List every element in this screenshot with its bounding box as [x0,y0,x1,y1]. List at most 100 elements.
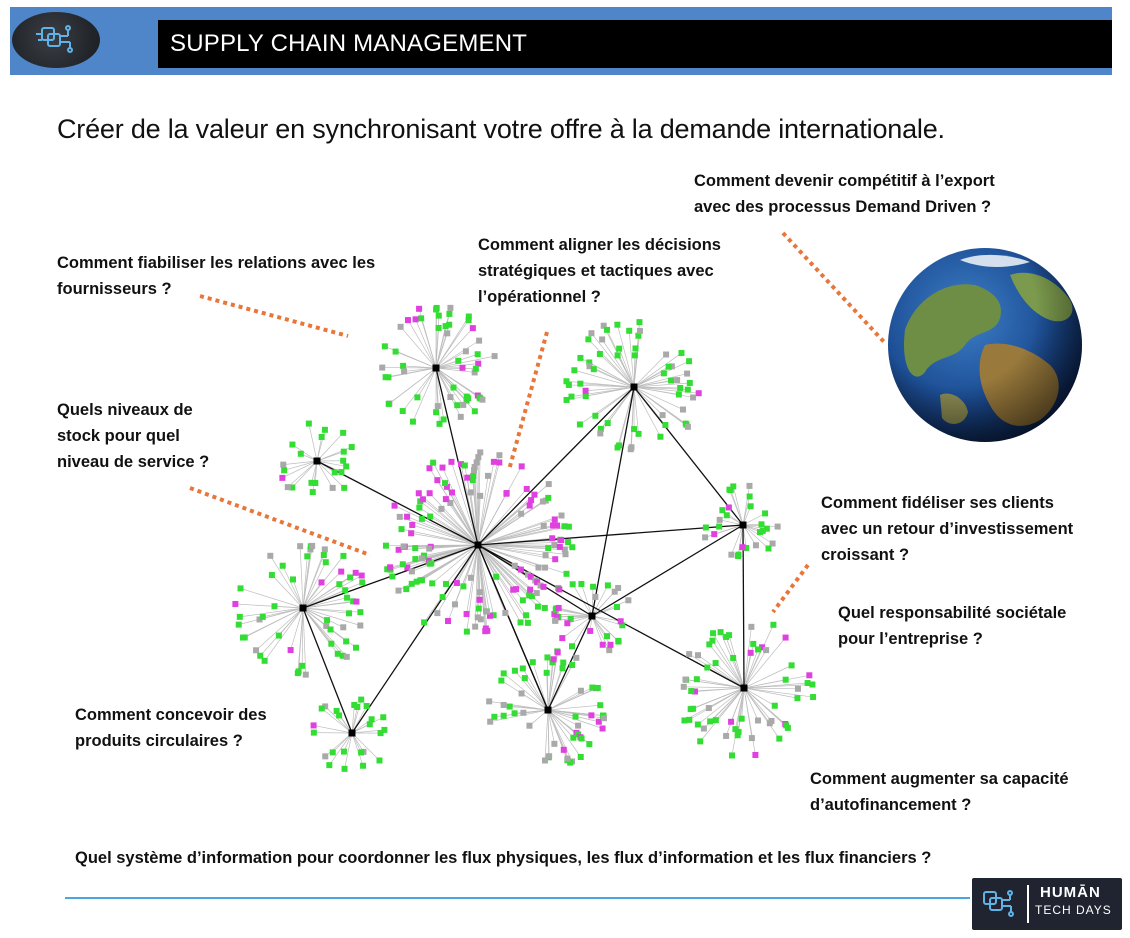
network-node [677,384,684,391]
network-node [563,396,570,403]
hub-node [299,604,307,612]
spoke-link [591,586,594,617]
network-node [553,613,560,620]
network-node [412,545,419,552]
network-node [453,580,460,587]
spoke-link [477,544,488,612]
spoke-link [435,340,480,369]
network-node [716,523,723,530]
network-node [433,409,440,416]
question-suppliers-line1: Comment fiabiliser les relations avec le… [57,254,376,272]
network-node [577,754,584,761]
network-node [381,726,388,733]
network-node [500,670,507,677]
network-node [421,619,428,626]
network-node [471,463,478,470]
spoke-link [316,432,344,462]
spoke-link [311,460,318,483]
spoke-link [503,673,549,711]
network-node [321,426,328,433]
network-node [454,402,461,409]
footer-logo-separator [1027,885,1029,923]
network-node [556,586,563,593]
spoke-link [344,732,353,769]
network-node [688,688,695,695]
spoke-link [591,615,623,626]
network-node [526,502,533,509]
network-node [331,469,338,476]
spoke-link [547,709,574,738]
spoke-link [302,545,313,609]
spoke-link [302,607,344,628]
question-align-line1: Comment aligner les décisions [478,236,721,254]
network-node [542,564,549,571]
network-node [712,660,719,667]
spoke-link [601,339,635,388]
network-node [445,617,452,624]
spoke-link [571,615,593,647]
network-node [442,323,449,330]
network-node [476,589,483,596]
spoke-link [728,635,745,689]
network-node [730,654,737,661]
network-node [550,656,557,663]
question-stock-line1: Quels niveaux de [57,401,193,419]
network-node [443,580,450,587]
spoke-link [547,668,563,711]
network-node [320,552,327,559]
spoke-link [591,591,615,617]
network-node [545,481,552,488]
network-node [704,664,711,671]
spoke-link [709,687,745,722]
network-node [597,702,604,709]
network-node [465,317,472,324]
spoke-link [301,607,304,666]
spoke-link [743,687,753,739]
network-node [747,503,754,510]
network-node [716,516,723,523]
network-node [719,507,726,514]
network-node [444,330,451,337]
network-node [705,705,712,712]
spoke-link [633,352,682,388]
network-node [776,735,783,742]
network-node [599,725,606,732]
spoke-link [302,556,308,609]
question-clients-line2: avec un retour d’investissement [821,520,1074,538]
spoke-link [574,369,635,388]
network-node [681,717,688,724]
network-node [592,593,599,600]
spoke-link [435,367,464,406]
network-node [754,646,761,653]
network-node [465,313,472,320]
network-node [449,489,456,496]
network-node [758,521,765,528]
spoke-link [240,588,304,609]
network-node [599,641,606,648]
spoke-link [402,367,437,412]
network-node [604,633,611,640]
spoke-link [743,687,798,690]
spoke-link [435,360,459,369]
network-node [572,713,579,720]
question-stock: Quels niveaux de stock pour quel niveau … [57,397,209,475]
network-node [287,647,294,654]
network-node [324,617,331,624]
network-node [729,752,736,759]
network-node [472,623,479,630]
network-node [498,677,505,684]
spoke-link [607,386,635,424]
spoke-link [691,687,745,692]
network-node [615,638,622,645]
spoke-link [417,367,437,398]
spoke-link [445,544,479,585]
spoke-link [524,677,549,711]
network-node [409,521,416,528]
network-node [806,672,813,679]
network-node [586,359,593,366]
network-node [318,579,325,586]
spoke-link [743,626,752,689]
network-node [358,696,365,703]
network-node [545,545,552,552]
network-node [354,703,361,710]
